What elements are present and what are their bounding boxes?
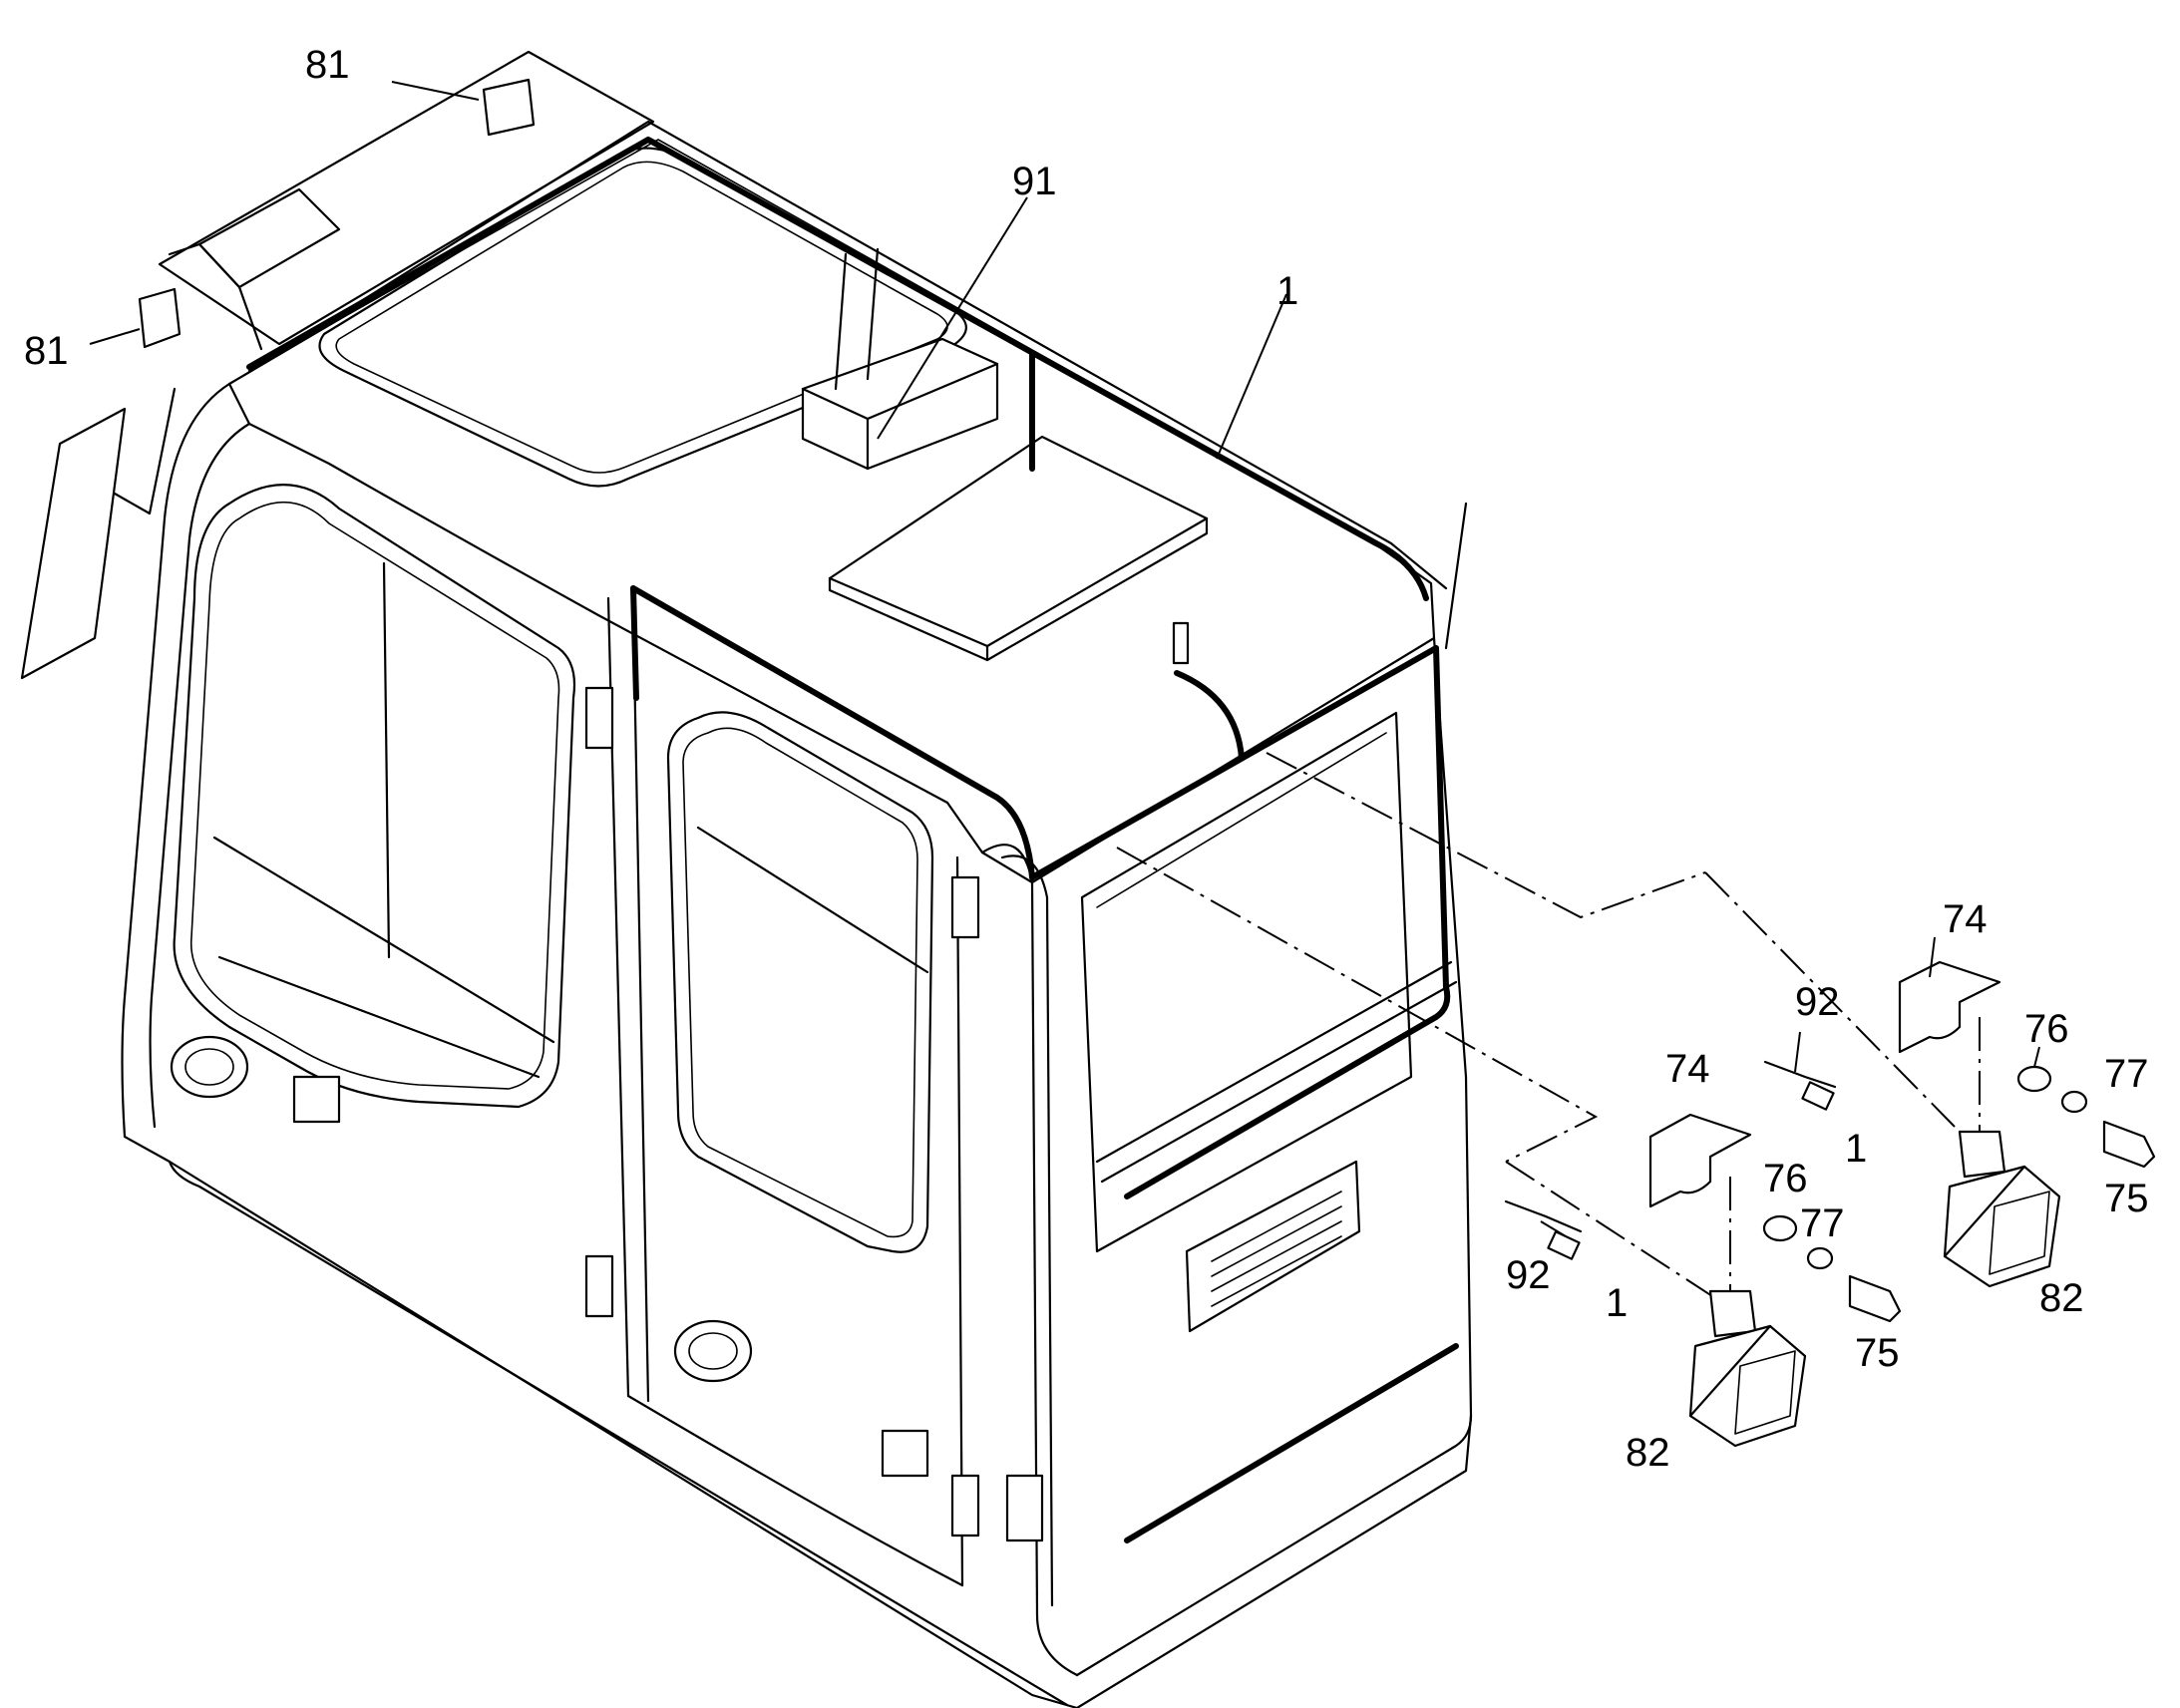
lock-washer-lower <box>1806 1246 1834 1270</box>
callout-74-upper: 74 <box>1943 897 1988 941</box>
exploded-lamp-assembly <box>1116 752 2156 1448</box>
callout-75-lower: 75 <box>1855 1331 1900 1375</box>
callout-76-lower: 76 <box>1763 1157 1808 1200</box>
bracket-lower <box>1648 1113 1752 1208</box>
callout-1-roof: 1 <box>1276 269 1298 313</box>
callout-77-lower: 77 <box>1800 1201 1845 1245</box>
callout-1-upper: 1 <box>1845 1127 1867 1171</box>
connector-lower <box>1547 1230 1581 1260</box>
work-lamp-upper <box>1943 1130 2061 1288</box>
bolt-upper <box>2102 1120 2156 1169</box>
callout-92-upper: 92 <box>1795 980 1840 1024</box>
callout-82-upper: 82 <box>2039 1276 2084 1320</box>
callout-91: 91 <box>1012 160 1057 203</box>
operator-cab <box>20 50 1473 1708</box>
washer-lower <box>1762 1214 1798 1242</box>
callout-82-lower: 82 <box>1626 1431 1670 1475</box>
callout-77-upper: 77 <box>2104 1052 2149 1096</box>
leader-lines <box>89 81 2040 1237</box>
callout-92-lower: 92 <box>1506 1253 1551 1297</box>
lock-washer-upper <box>2060 1090 2088 1114</box>
callout-74-lower: 74 <box>1665 1047 1710 1091</box>
callout-81-left: 81 <box>24 329 69 373</box>
bracket-upper <box>1898 960 2001 1054</box>
callout-76-upper: 76 <box>2024 1007 2069 1051</box>
bolt-lower <box>1848 1274 1902 1323</box>
callout-81-top: 81 <box>305 43 350 87</box>
work-lamp-lower <box>1688 1289 1807 1448</box>
callout-1-lower: 1 <box>1606 1281 1628 1325</box>
washer-upper <box>2016 1065 2052 1093</box>
callout-labels: 81 81 91 1 74 92 76 77 1 75 82 74 76 77 … <box>24 43 2149 1475</box>
connector-upper <box>1801 1081 1835 1111</box>
callout-75-upper: 75 <box>2104 1177 2149 1220</box>
